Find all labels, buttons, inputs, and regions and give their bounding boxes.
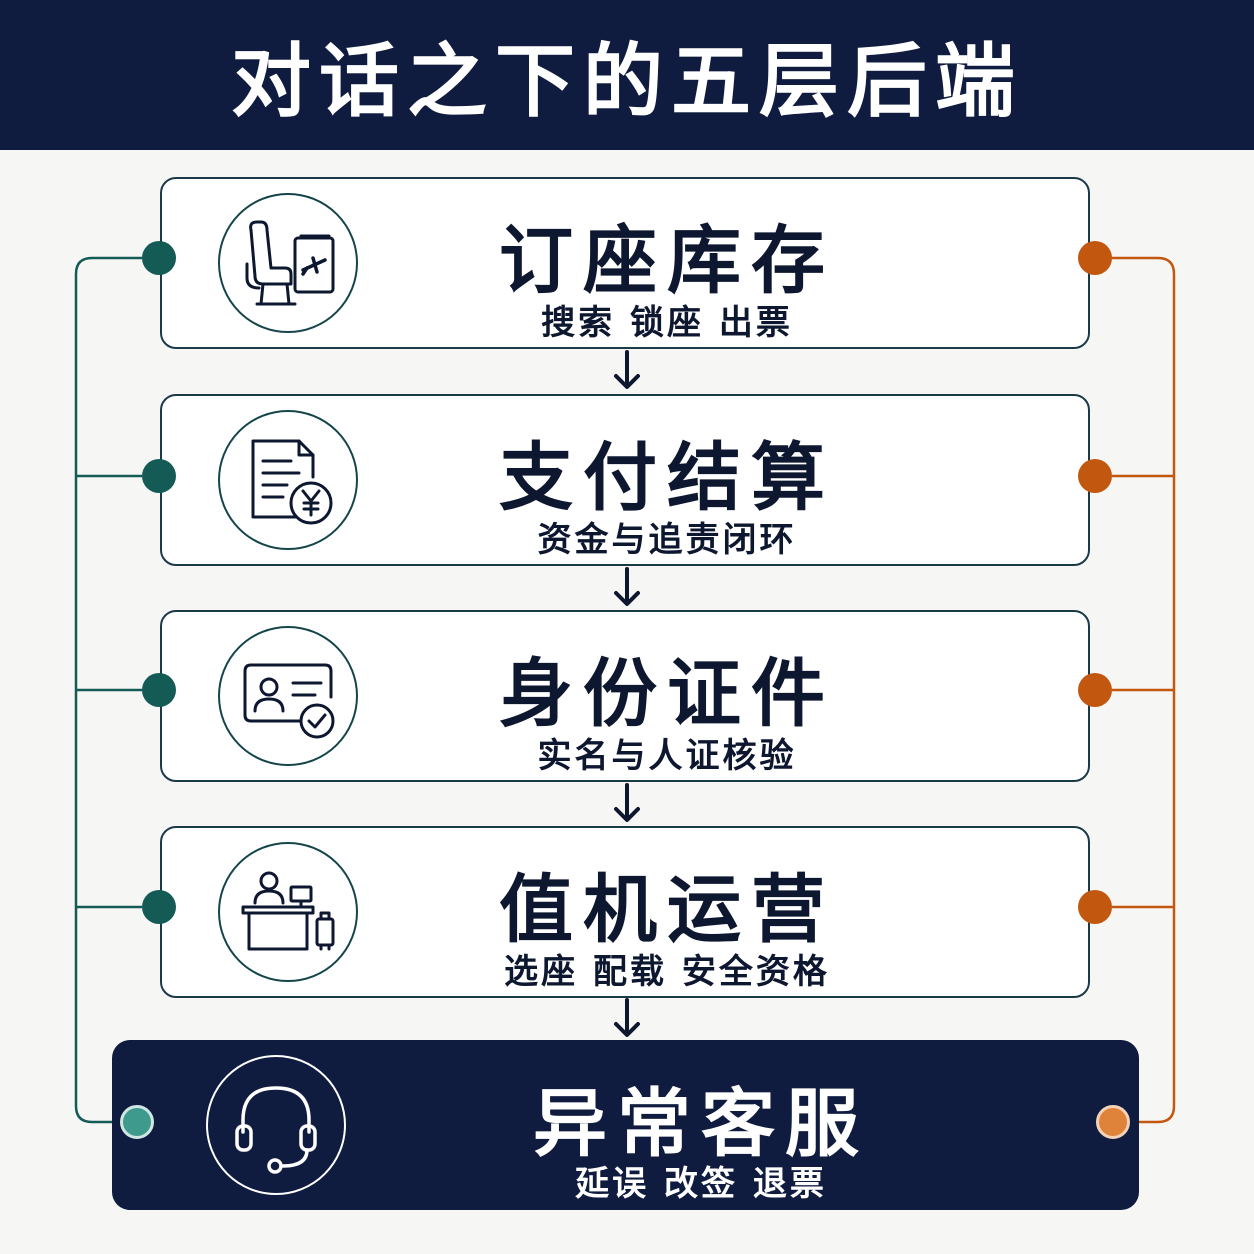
layer-card-payment-settlement: 支付结算 资金与追责闭环 [160,394,1090,566]
layer-card-identity-documents: 身份证件 实名与人证核验 [160,610,1090,782]
left-connector-dot [120,1105,154,1139]
headset-icon [206,1055,346,1195]
layer-subtitle: 延误 改签 退票 [575,1164,827,1204]
left-connector-dot [142,241,176,275]
layer-card-checkin-operations: 值机运营 选座 配载 安全资格 [160,826,1090,998]
down-arrow-icon [614,350,640,389]
left-connector-dot [142,673,176,707]
layer-card-booking-inventory: 订座库存 搜索 锁座 出票 [160,177,1090,349]
checkin-desk-icon [218,842,358,982]
layer-subtitle: 搜索 锁座 出票 [541,303,793,343]
seat-ticket-icon [218,193,358,333]
right-connector-dot [1078,890,1112,924]
layer-subtitle: 资金与追责闭环 [537,520,797,560]
down-arrow-icon [614,567,640,606]
layer-subtitle: 实名与人证核验 [537,736,797,776]
right-connector-dot [1078,673,1112,707]
down-arrow-icon [614,783,640,822]
layer-title: 身份证件 [499,651,835,737]
right-connector-dot [1096,1105,1130,1139]
layer-subtitle: 选座 配载 安全资格 [504,952,830,992]
layer-title: 异常客服 [533,1081,869,1167]
header-banner: 对话之下的五层后端 [0,0,1254,150]
left-connector-dot [142,890,176,924]
layer-title: 值机运营 [499,867,835,953]
layer-title: 订座库存 [499,218,835,304]
page-title: 对话之下的五层后端 [231,35,1023,128]
left-connector-dot [142,459,176,493]
right-connector-dot [1078,241,1112,275]
id-card-check-icon [218,626,358,766]
layer-card-exception-service: 异常客服 延误 改签 退票 [112,1040,1139,1210]
right-connector-dot [1078,459,1112,493]
invoice-yuan-icon [218,410,358,550]
down-arrow-icon [614,998,640,1037]
layer-title: 支付结算 [499,435,835,521]
